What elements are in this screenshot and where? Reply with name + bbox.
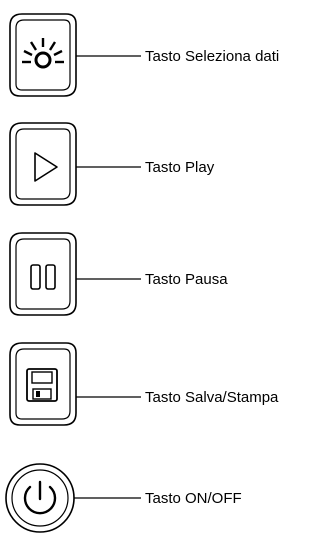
pause-label: Tasto Pausa [145,271,228,288]
pause-icon [30,264,56,290]
play-icon [34,152,58,182]
floppy-disk-icon [26,368,58,402]
play-label: Tasto Play [145,159,215,176]
pause-key[interactable] [9,232,77,316]
on-off-key[interactable] [5,463,75,533]
select-data-key[interactable] [9,13,77,97]
play-key[interactable] [9,122,77,206]
save-print-key[interactable] [9,342,77,426]
sun-select-icon [22,38,64,69]
on-off-label: Tasto ON/OFF [145,490,242,507]
power-icon [23,480,57,515]
save-print-label: Tasto Salva/Stampa [145,389,279,406]
select-data-label: Tasto Seleziona dati [145,48,279,65]
